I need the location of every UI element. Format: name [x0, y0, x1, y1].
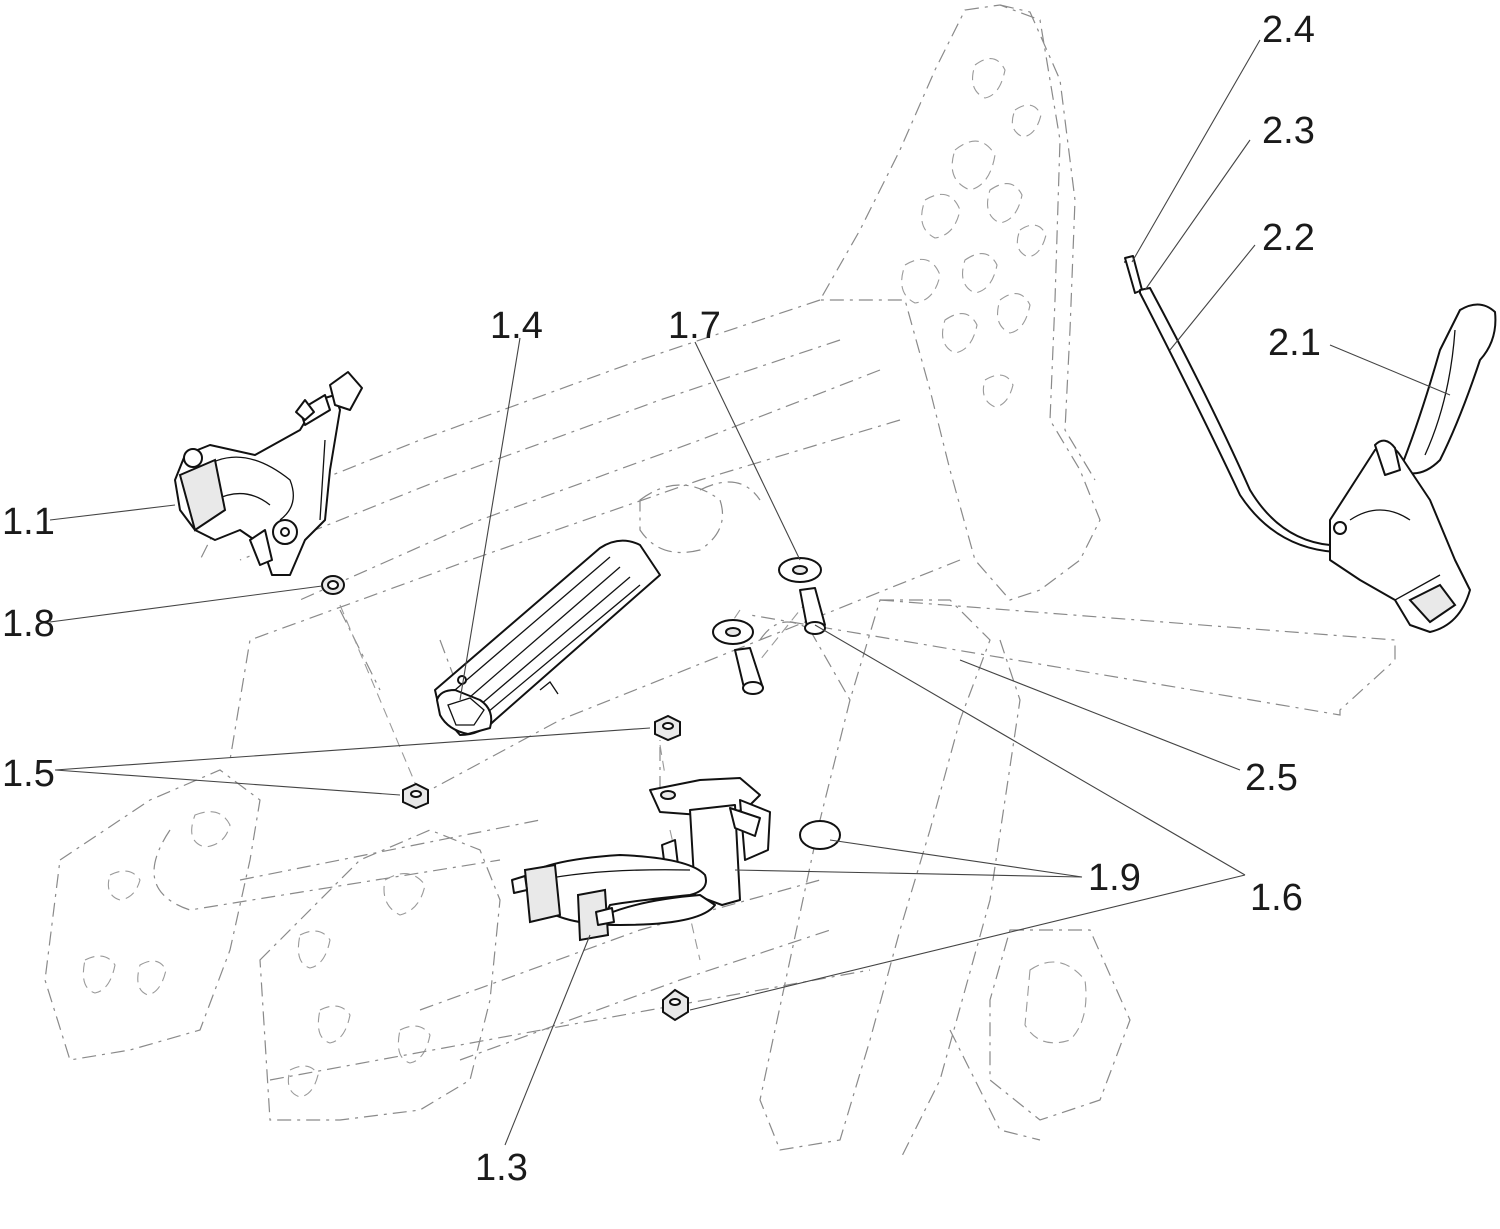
part-tube-insert — [434, 539, 661, 736]
part-brake-bracket — [511, 777, 841, 942]
callout-1-8: 1.8 — [2, 603, 55, 645]
callout-1-3: 1.3 — [475, 1147, 528, 1189]
part-bolts-washers — [712, 557, 826, 695]
callout-1-7: 1.7 — [668, 305, 721, 347]
part-brake-lever-assembly — [1124, 255, 1497, 633]
callout-2-4: 2.4 — [1262, 9, 1315, 51]
callout-1-4: 1.4 — [490, 305, 543, 347]
callout-2-5: 2.5 — [1245, 757, 1298, 799]
callout-1-9: 1.9 — [1088, 857, 1141, 899]
part-caliper-nut — [321, 575, 345, 595]
callout-2-3: 2.3 — [1262, 110, 1315, 152]
callout-1-5: 1.5 — [2, 753, 55, 795]
callout-2-1: 2.1 — [1268, 322, 1321, 364]
part-nuts — [402, 714, 681, 810]
callout-1-1: 1.1 — [2, 501, 55, 543]
part-lower-nut — [662, 988, 689, 1022]
leader-lines — [49, 39, 1451, 1146]
frame-ghost-outline — [44, 4, 1396, 1161]
part-brake-caliper — [174, 371, 363, 576]
callout-2-2: 2.2 — [1262, 217, 1315, 259]
callout-1-6: 1.6 — [1250, 877, 1303, 919]
callout-labels: 1.1 1.8 1.4 1.7 1.5 1.9 1.6 1.3 2.5 2.4 … — [2, 9, 1321, 1189]
